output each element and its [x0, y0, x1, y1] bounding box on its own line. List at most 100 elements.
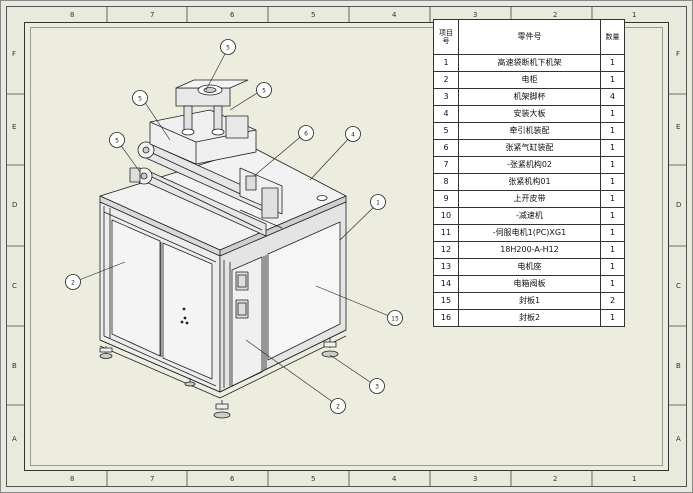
balloon-callout: 5: [256, 82, 272, 98]
bom-cell-part-name: -伺服电机1(PC)XG1: [458, 224, 601, 242]
bom-cell-quantity: 1: [600, 258, 625, 276]
bom-cell-quantity: 1: [600, 139, 625, 157]
zone-row-left: A: [12, 435, 17, 443]
bom-cell-item-no: 7: [433, 156, 459, 174]
zone-row-right: D: [676, 201, 681, 209]
zone-col-top: 3: [473, 11, 477, 19]
balloon-callout: 3: [369, 378, 385, 394]
svg-text:2: 2: [336, 404, 340, 411]
bom-cell-part-name: 高速袋断机下机架: [458, 54, 601, 72]
zone-row-right: A: [676, 435, 681, 443]
bom-cell-quantity: 1: [600, 54, 625, 72]
bom-cell-part-name: -减速机: [458, 207, 601, 225]
bom-header-part-no: 零件号: [458, 19, 601, 55]
zone-col-top: 8: [70, 11, 74, 19]
bom-cell-item-no: 5: [433, 122, 459, 140]
zone-col-bottom: 2: [553, 475, 557, 483]
drawing-inner-frame: [30, 27, 663, 466]
bom-cell-part-name: 牵引机装配: [458, 122, 601, 140]
bom-cell-quantity: 1: [600, 190, 625, 208]
svg-text:1: 1: [376, 200, 380, 207]
bom-cell-quantity: 1: [600, 71, 625, 89]
zone-row-left: C: [12, 282, 17, 290]
balloon-callout: 2: [65, 274, 81, 290]
zone-row-right: E: [676, 123, 680, 131]
zone-col-top: 1: [632, 11, 636, 19]
zone-col-bottom: 5: [311, 475, 315, 483]
zone-col-top: 6: [230, 11, 235, 19]
bom-cell-part-name: 机架脚杯: [458, 88, 601, 106]
bom-cell-item-no: 15: [433, 292, 459, 310]
bom-cell-part-name: 张紧机构01: [458, 173, 601, 191]
svg-text:2: 2: [71, 280, 75, 287]
bom-cell-quantity: 2: [600, 292, 625, 310]
balloon-callout: 5: [132, 90, 148, 106]
zone-col-top: 2: [553, 11, 557, 19]
balloon-callout: 2: [330, 398, 346, 414]
leveling-foot: [99, 346, 113, 359]
bom-cell-item-no: 2: [433, 71, 459, 89]
bom-cell-quantity: 1: [600, 275, 625, 293]
zone-row-right: F: [676, 50, 680, 58]
bom-header-row: 项目号 零件号 数量: [433, 19, 625, 55]
bom-cell-quantity: 1: [600, 224, 625, 242]
valve-box-upper: [235, 271, 249, 291]
leveling-foot: [321, 338, 339, 358]
zone-row-right: C: [676, 282, 681, 290]
bom-cell-item-no: 12: [433, 241, 459, 259]
support-post: [183, 105, 193, 131]
svg-text:6: 6: [304, 131, 308, 138]
bom-cell-part-name: 封板1: [458, 292, 601, 310]
zone-row-right: B: [676, 362, 681, 370]
bom-cell-part-name: 18H200-A-H12: [458, 241, 601, 259]
balloon-callout: 6: [298, 125, 314, 141]
bom-cell-part-name: 上开皮带: [458, 190, 601, 208]
zone-col-bottom: 1: [632, 475, 636, 483]
zone-col-bottom: 7: [150, 475, 154, 483]
bom-cell-part-name: 张紧气缸装配: [458, 139, 601, 157]
bom-cell-quantity: 1: [600, 207, 625, 225]
bom-cell-quantity: 1: [600, 156, 625, 174]
zone-col-top: 7: [150, 11, 154, 19]
zone-ticks: [6, 6, 687, 487]
bom-cell-quantity: 1: [600, 173, 625, 191]
bom-cell-part-name: 安装大板: [458, 105, 601, 123]
zone-col-bottom: 8: [70, 475, 74, 483]
side-panel-right: [267, 221, 341, 361]
leveling-foot: [213, 400, 231, 419]
cabinet-door-left: [111, 219, 161, 357]
bom-cell-item-no: 16: [433, 309, 459, 327]
bom-cell-item-no: 8: [433, 173, 459, 191]
valve-box-lower: [235, 299, 249, 319]
bom-cell-item-no: 10: [433, 207, 459, 225]
bom-cell-quantity: 1: [600, 241, 625, 259]
bom-cell-item-no: 9: [433, 190, 459, 208]
bom-cell-quantity: 1: [600, 105, 625, 123]
zone-row-left: E: [12, 123, 16, 131]
balloon-callout: 15: [387, 310, 403, 326]
svg-text:5: 5: [115, 138, 119, 145]
bom-cell-part-name: 电箱阀板: [458, 275, 601, 293]
motor-seat: [225, 115, 249, 139]
bom-header-quantity: 数量: [600, 19, 625, 55]
svg-text:4: 4: [351, 132, 355, 139]
svg-text:5: 5: [138, 96, 142, 103]
bom-cell-part-name: 电柜: [458, 71, 601, 89]
zone-col-bottom: 4: [392, 475, 397, 483]
bom-cell-quantity: 4: [600, 88, 625, 106]
zone-row-left: F: [12, 50, 16, 58]
bom-cell-part-name: 封板2: [458, 309, 601, 327]
svg-text:5: 5: [262, 88, 266, 95]
balloon-callout: 1: [370, 194, 386, 210]
machine-assembly-drawing: [99, 79, 347, 419]
